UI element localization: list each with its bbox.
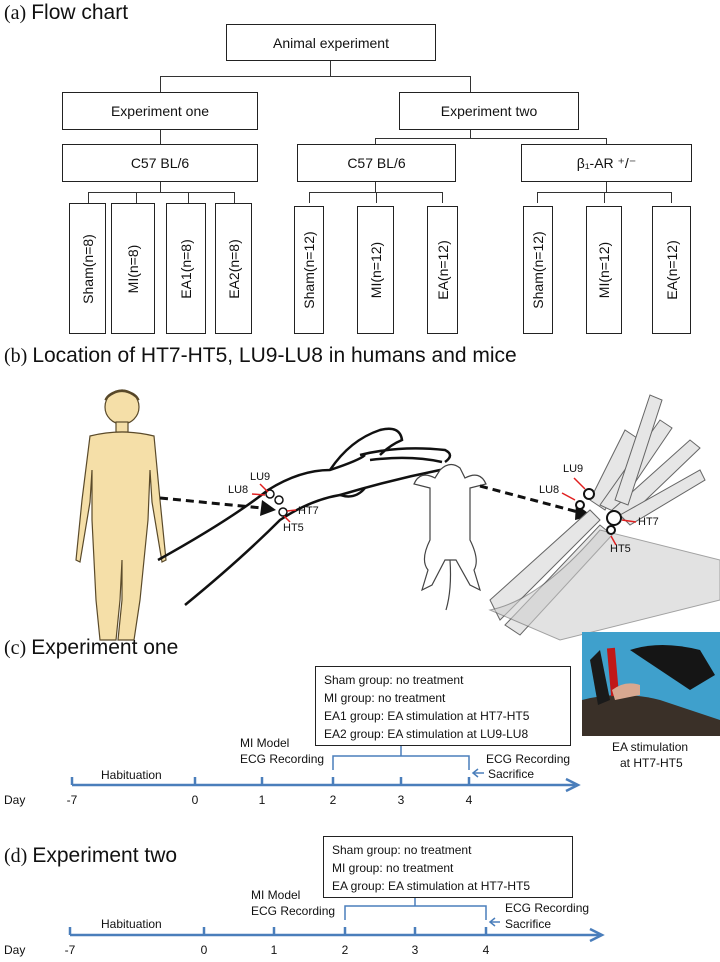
day-label-c: Day	[4, 793, 26, 807]
ecg-recording-end-label-d: ECG Recording	[505, 901, 590, 915]
panel-a-prefix: (a)	[4, 2, 27, 24]
mouse-ht5-label: HT5	[610, 543, 631, 555]
human-lu8-label: LU8	[228, 484, 249, 496]
strain-beta1-ar-label: β₁-AR ⁺/⁻	[576, 154, 637, 171]
bracket-d	[344, 896, 500, 927]
group-box: Sham(n=8)	[69, 203, 106, 334]
panel-b-title-text: Location of HT7-HT5, LU9-LU8 in humans a…	[32, 344, 517, 367]
strain-beta1-ar-box: β₁-AR ⁺/⁻	[521, 144, 692, 182]
tick-label: 3	[397, 793, 405, 807]
tick-label: 2	[341, 943, 349, 957]
experiment-two-treatment-box: Sham group: no treatment MI group: no tr…	[323, 836, 573, 898]
panel-b-title: (b) Location of HT7-HT5, LU9-LU8 in huma…	[4, 344, 517, 368]
panel-c-title-text: Experiment one	[31, 636, 179, 659]
treatment-line: Sham group: no treatment	[324, 673, 464, 687]
strain-c57-box-1: C57 BL/6	[62, 144, 258, 182]
strain-c57-box-2: C57 BL/6	[297, 144, 456, 182]
experiment-one-label: Experiment one	[110, 103, 210, 119]
mi-model-label-c: MI Model	[240, 736, 290, 750]
tick-label: 0	[200, 943, 208, 957]
strain-c57-label-2: C57 BL/6	[347, 155, 406, 171]
strain-c57-label-1: C57 BL/6	[130, 155, 190, 171]
ea-stimulation-photo	[582, 632, 720, 736]
human-lu9-label: LU9	[250, 471, 271, 483]
mouse-lu8-label: LU8	[539, 484, 560, 496]
group-box: MI(n=8)	[111, 203, 155, 334]
tick-label: 4	[465, 793, 473, 807]
animal-experiment-label: Animal experiment	[273, 34, 389, 51]
group-box: Sham(n=12)	[294, 206, 324, 334]
experiment-one-treatment-box: Sham group: no treatment MI group: no tr…	[315, 666, 571, 746]
treatment-line: EA2 group: EA stimulation at LU9-LU8	[324, 727, 529, 741]
tick-label: 3	[411, 943, 419, 957]
ecg-recording-end-label-c: ECG Recording	[486, 752, 571, 766]
mouse-red-arrows	[561, 477, 637, 546]
treatment-line: EA1 group: EA stimulation at HT7-HT5	[324, 709, 530, 723]
bracket-c	[332, 745, 484, 778]
panel-c-title: (c) Experiment one	[4, 636, 179, 660]
photo-caption-2: at HT7-HT5	[620, 756, 683, 770]
mouse-acupoint-markers	[575, 488, 622, 535]
mouse-skeleton-icon	[488, 394, 720, 641]
panel-b-prefix: (b)	[4, 345, 28, 367]
human-figure-icon	[75, 389, 167, 641]
group-box: EA(n=12)	[652, 206, 691, 334]
day-label-d: Day	[4, 943, 26, 957]
panel-d-prefix: (d)	[4, 845, 28, 867]
panel-d-title-text: Experiment two	[32, 844, 178, 867]
group-box: EA2(n=8)	[215, 203, 252, 334]
animal-experiment-box: Animal experiment	[226, 24, 436, 61]
mouse-ht7-label: HT7	[638, 516, 659, 528]
tick-label: 1	[258, 793, 266, 807]
experiment-two-label: Experiment two	[440, 103, 538, 119]
human-red-arrows	[251, 483, 297, 523]
tick-label: 0	[191, 793, 199, 807]
habituation-label-d: Habituation	[101, 917, 162, 931]
experiment-two-box: Experiment two	[399, 92, 579, 130]
group-box: EA(n=12)	[427, 206, 458, 334]
tick-label: 2	[329, 793, 337, 807]
tick-label: 1	[270, 943, 278, 957]
group-box: EA1(n=8)	[166, 203, 206, 334]
group-box: MI(n=12)	[357, 206, 394, 334]
treatment-line: MI group: no treatment	[324, 691, 446, 705]
habituation-label-c: Habituation	[101, 768, 162, 782]
experiment-one-box: Experiment one	[62, 92, 258, 130]
timeline-d	[68, 927, 605, 943]
photo-caption-1: EA stimulation	[612, 740, 689, 754]
mouse-figure-icon	[413, 463, 487, 611]
panel-d-title: (d) Experiment two	[4, 844, 178, 868]
human-ht5-label: HT5	[283, 522, 304, 534]
tick-label: -7	[66, 793, 78, 807]
ecg-recording-label-d: ECG Recording	[251, 904, 336, 918]
mouse-lu9-label: LU9	[563, 463, 584, 475]
human-ht7-label: HT7	[298, 505, 319, 517]
tick-label: -7	[64, 943, 76, 957]
mi-model-label-d: MI Model	[251, 888, 301, 902]
group-box: MI(n=12)	[586, 206, 622, 334]
treatment-line: MI group: no treatment	[332, 861, 454, 875]
timeline-c	[70, 777, 581, 793]
treatment-line: Sham group: no treatment	[332, 843, 472, 857]
ecg-recording-label-c: ECG Recording	[240, 752, 325, 766]
group-box: Sham(n=12)	[523, 206, 553, 334]
mouse-pointer-line	[479, 484, 579, 514]
sacrifice-label-d: Sacrifice	[505, 917, 552, 931]
human-pointer-line	[159, 496, 263, 510]
sacrifice-label-c: Sacrifice	[488, 767, 535, 781]
tick-label: 4	[482, 943, 490, 957]
panel-a-title-text: Flow chart	[31, 1, 129, 24]
panel-a-title: (a) Flow chart	[4, 1, 129, 25]
treatment-line: EA group: EA stimulation at HT7-HT5	[332, 879, 531, 893]
panel-c-prefix: (c)	[4, 637, 27, 659]
